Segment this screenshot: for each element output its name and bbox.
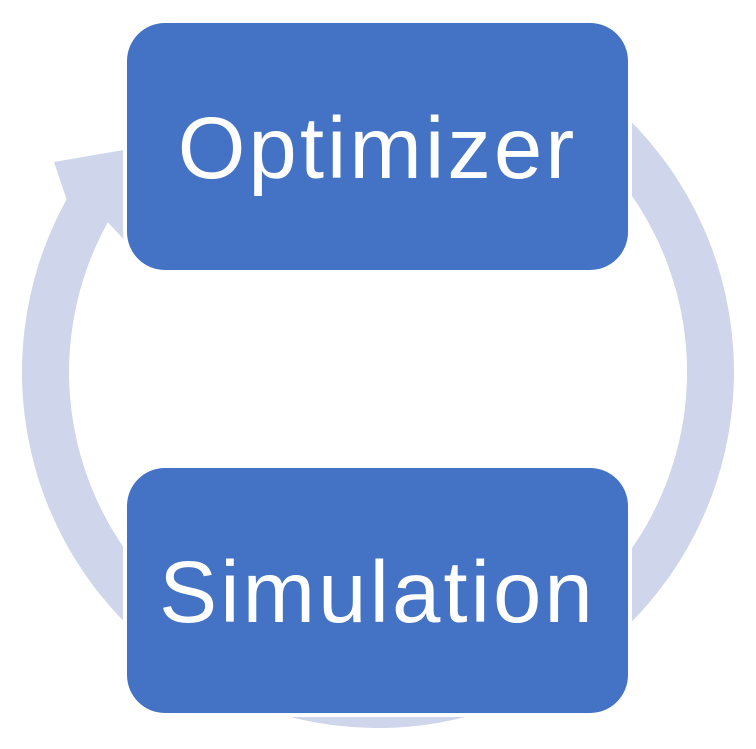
simulation-label: Simulation [159, 544, 596, 641]
optimizer-label: Optimizer [177, 100, 578, 197]
optimizer-node: Optimizer [127, 23, 628, 270]
simulation-node: Simulation [127, 468, 628, 713]
